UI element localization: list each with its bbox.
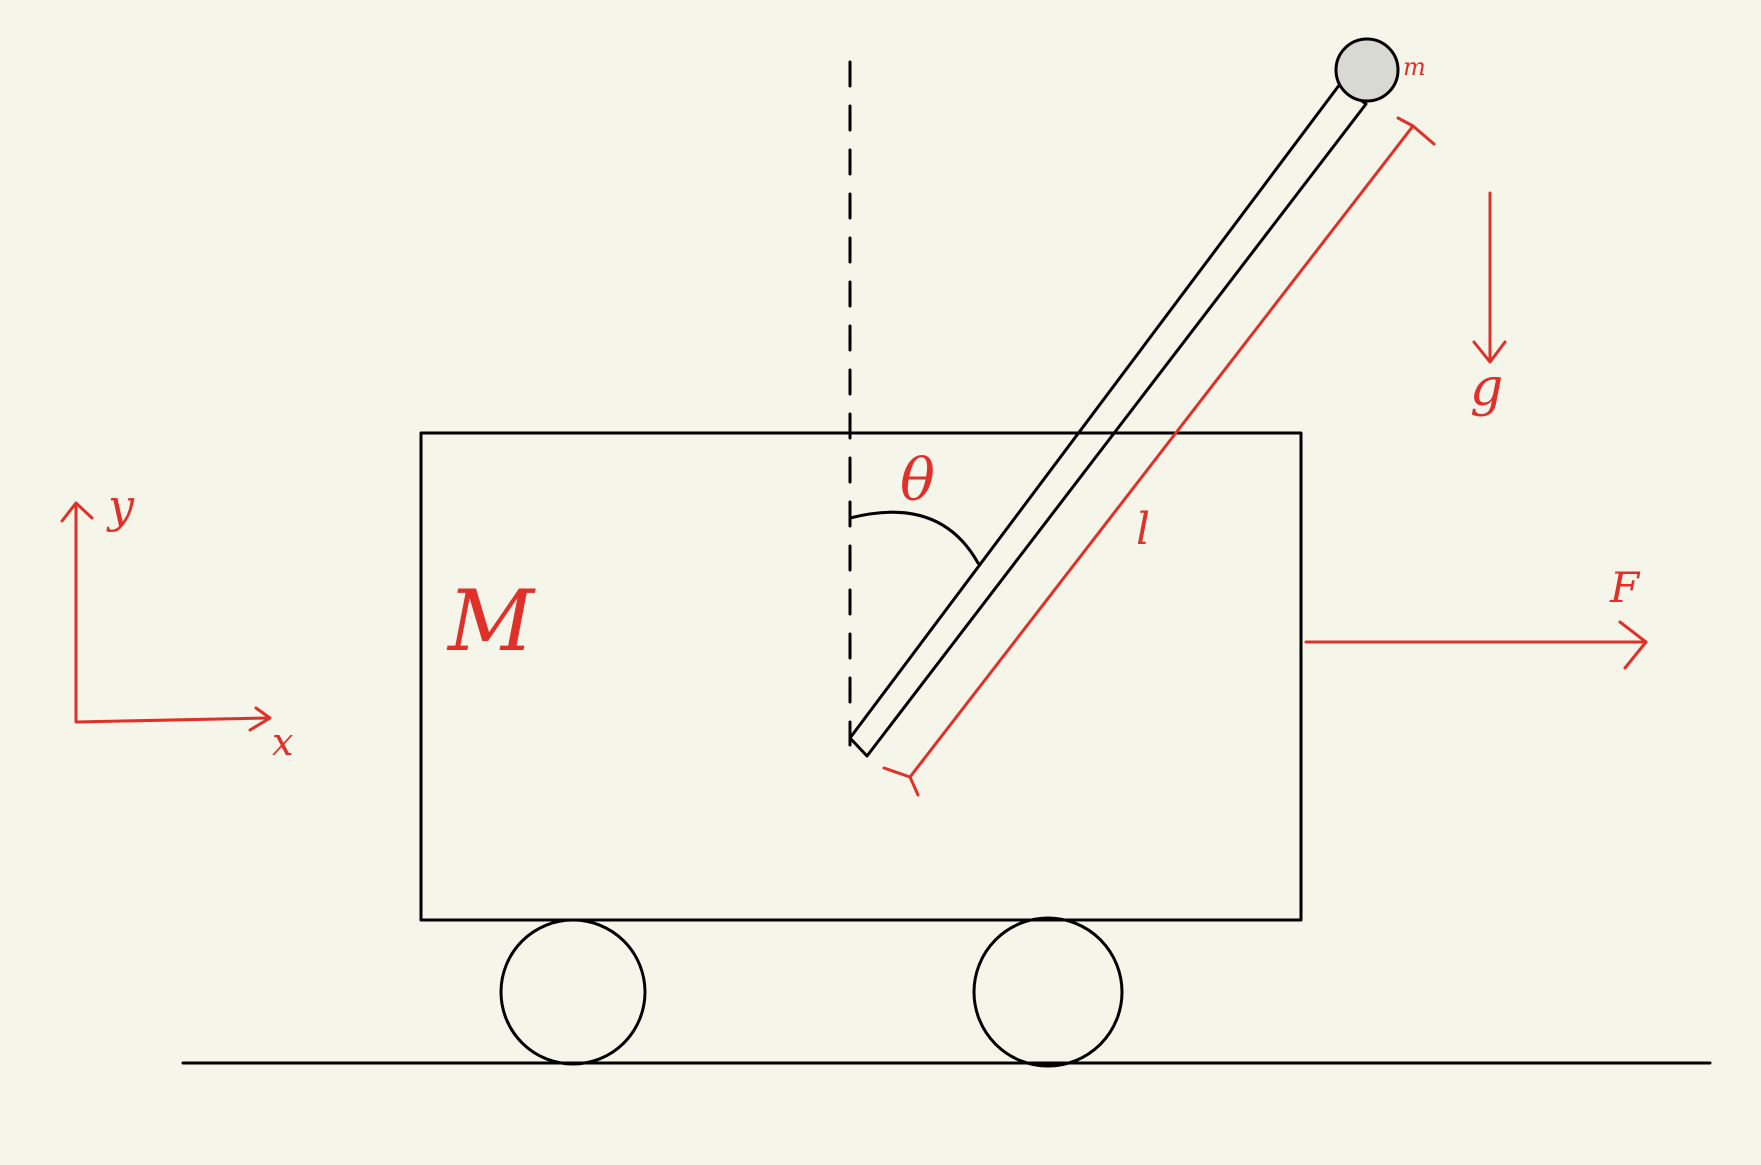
x-axis-arrowhead — [248, 706, 272, 732]
pendulum-bob — [1334, 37, 1400, 103]
length-arrowhead-top — [1396, 116, 1436, 146]
angle-label: θ — [900, 446, 935, 514]
axis-y-label: y — [106, 479, 135, 533]
force-arrowhead — [1618, 620, 1648, 670]
gravity-arrowhead — [1472, 340, 1507, 364]
pendulum-mass-label: m — [1403, 53, 1426, 81]
cart-body — [419, 431, 1303, 922]
coordinate-axes — [74, 503, 270, 724]
right-wheel — [972, 916, 1124, 1068]
angle-arc — [848, 510, 980, 565]
cart-mass-label: M — [446, 572, 536, 670]
y-axis-arrowhead — [60, 501, 94, 523]
length-label: l — [1136, 504, 1150, 555]
length-arrowhead-bottom — [882, 766, 920, 797]
left-wheel — [499, 918, 647, 1066]
force-label: F — [1609, 563, 1641, 612]
pendulum-rod — [848, 82, 1368, 758]
axis-x-label: x — [272, 720, 293, 764]
gravity-label: g — [1470, 358, 1503, 418]
length-dimension-line — [908, 124, 1415, 779]
